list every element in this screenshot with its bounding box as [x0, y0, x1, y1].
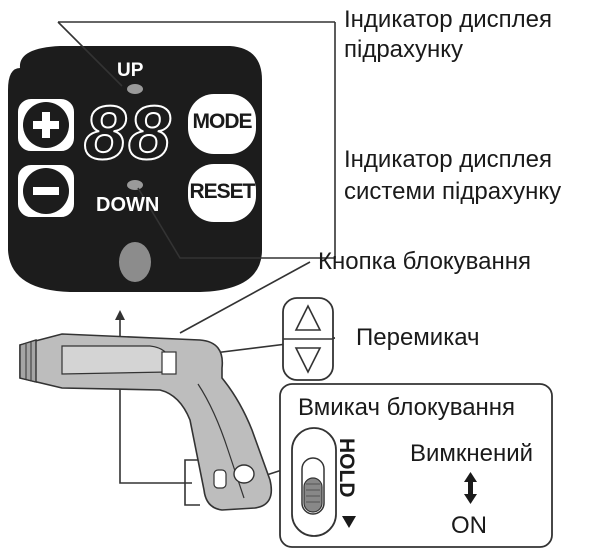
up-label: UP — [117, 60, 144, 81]
mode-button[interactable] — [188, 94, 256, 154]
system-indicator-callout-line2: системи підрахунку — [344, 178, 562, 205]
tool-illustration — [19, 333, 273, 511]
lock-button-oval[interactable] — [119, 242, 151, 282]
reset-button[interactable] — [188, 164, 256, 222]
hold-label: HOLD — [335, 438, 358, 498]
double-arrow-icon — [464, 472, 477, 504]
switch-up-arrow-icon[interactable] — [294, 304, 322, 331]
reset-button-label[interactable]: RESET — [189, 180, 255, 203]
count-indicator-callout-line1: Індикатор дисплея — [344, 6, 553, 33]
arrow-up-icon — [115, 310, 125, 320]
off-label: Вимкнений — [410, 440, 534, 467]
hold-switch[interactable] — [291, 427, 337, 537]
mode-button-label[interactable]: MODE — [192, 110, 253, 133]
switch-closeup[interactable] — [282, 297, 334, 381]
lock-switch-box — [279, 383, 553, 548]
hold-arrow-icon — [342, 516, 356, 528]
plus-button[interactable] — [16, 97, 76, 153]
down-label: DOWN — [96, 194, 160, 216]
up-indicator-lamp — [127, 84, 143, 94]
on-label: ON — [451, 512, 487, 539]
minus-button[interactable] — [16, 163, 76, 219]
switch-callout: Перемикач — [356, 324, 480, 351]
lock-button-callout: Кнопка блокування — [318, 248, 532, 275]
system-indicator-callout-line1: Індикатор дисплея — [344, 146, 553, 173]
switch-down-arrow-icon[interactable] — [294, 347, 322, 374]
down-indicator-lamp — [127, 180, 143, 190]
count-display: 88 — [83, 91, 173, 177]
lock-box-title: Вмикач блокування — [298, 394, 516, 421]
count-indicator-callout-line2: підрахунку — [344, 36, 464, 63]
